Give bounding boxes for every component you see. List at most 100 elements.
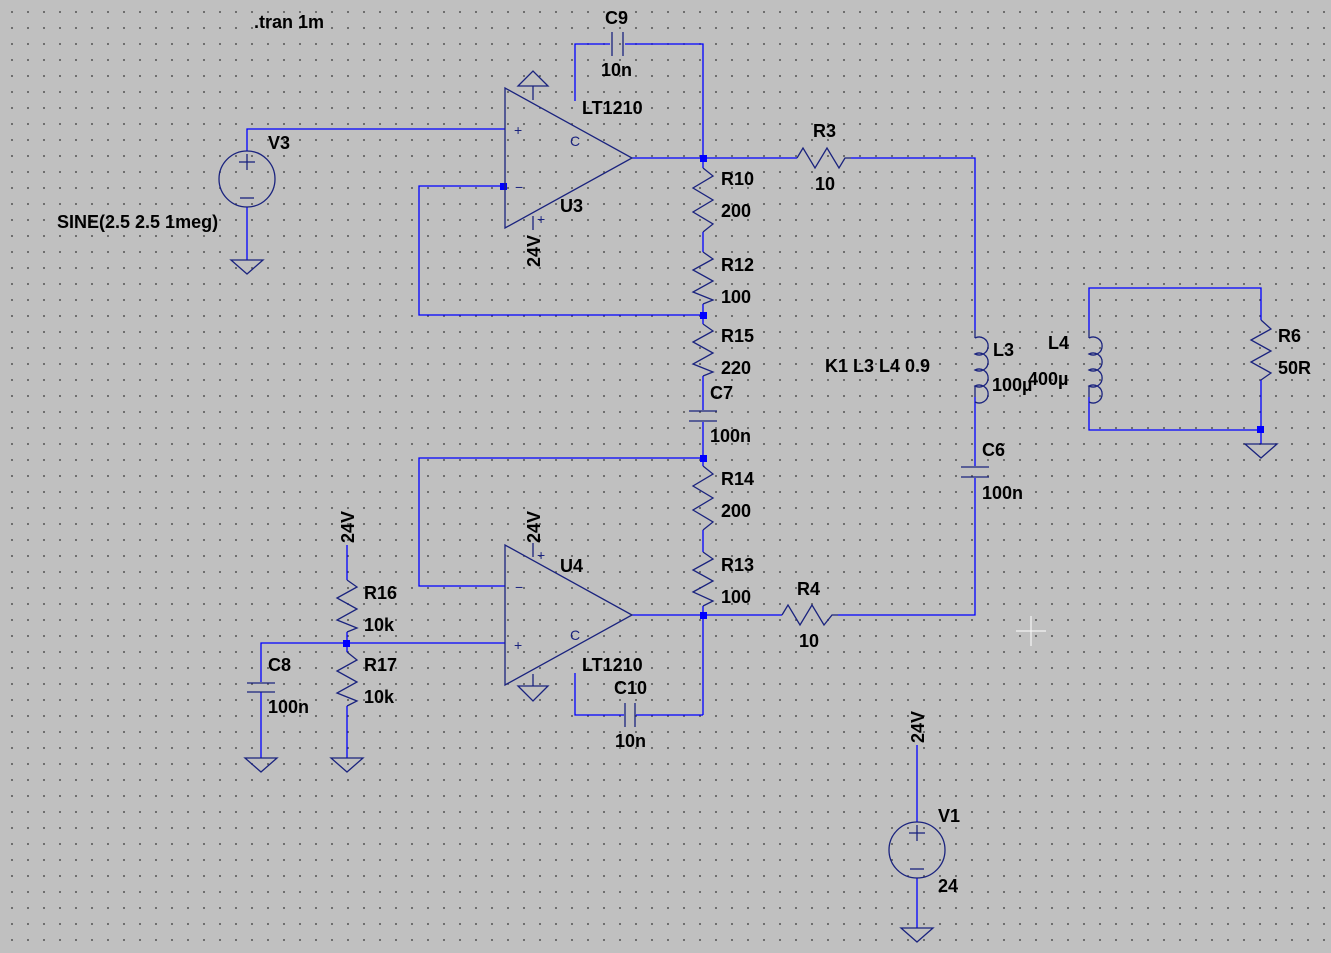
u4-plus-pin: + bbox=[514, 637, 522, 653]
resistor-r10[interactable]: R10 200 bbox=[691, 167, 754, 233]
wires bbox=[246, 43, 1262, 928]
r16-value-label: 10k bbox=[364, 615, 395, 635]
r15-ref-label: R15 bbox=[721, 326, 754, 346]
source-v1[interactable]: V1 24 24V bbox=[888, 711, 960, 896]
r16-ref-label: R16 bbox=[364, 583, 397, 603]
wire-l4-r6-bottom bbox=[1088, 397, 1261, 431]
l4-value-label: 400µ bbox=[1028, 369, 1068, 389]
resistor-r3[interactable]: R3 10 bbox=[796, 121, 851, 194]
c10-ref-label: C10 bbox=[614, 678, 647, 698]
r3-value-label: 10 bbox=[815, 174, 835, 194]
tran-directive[interactable]: .tran 1m bbox=[254, 12, 324, 32]
ground-icon bbox=[243, 757, 279, 773]
r12-ref-label: R12 bbox=[721, 255, 754, 275]
wire-u4-feedback bbox=[418, 457, 703, 587]
v1-net-label: 24V bbox=[908, 711, 928, 743]
ground-icon bbox=[229, 259, 265, 275]
r4-ref-label: R4 bbox=[797, 579, 820, 599]
u3-ref-label: U3 bbox=[560, 196, 583, 216]
r10-value-label: 200 bbox=[721, 201, 751, 221]
junction-dot bbox=[700, 455, 707, 462]
u3-supply-label: 24V bbox=[524, 235, 544, 267]
opamp-u3[interactable]: + − C + LT1210 U3 24V bbox=[504, 70, 643, 267]
r6-ref-label: R6 bbox=[1278, 326, 1301, 346]
junctions bbox=[343, 155, 1264, 647]
resistor-r16[interactable]: R16 10k 24V bbox=[335, 511, 397, 635]
l3-ref-label: L3 bbox=[993, 340, 1014, 360]
r3-ref-label: R3 bbox=[813, 121, 836, 141]
ground-icon bbox=[329, 757, 365, 773]
r13-ref-label: R13 bbox=[721, 555, 754, 575]
wire-c9-left bbox=[574, 43, 610, 101]
r13-value-label: 100 bbox=[721, 587, 751, 607]
u4-ref-label: U4 bbox=[560, 556, 583, 576]
r10-ref-label: R10 bbox=[721, 169, 754, 189]
wire-c10-left bbox=[574, 673, 624, 716]
r12-value-label: 100 bbox=[721, 287, 751, 307]
ground-icon bbox=[899, 927, 935, 943]
capacitor-c8[interactable]: C8 100n bbox=[247, 655, 309, 717]
c6-value-label: 100n bbox=[982, 483, 1023, 503]
u3-model-label: LT1210 bbox=[582, 98, 643, 118]
v1-ref-label: V1 bbox=[938, 806, 960, 826]
r16-net-label: 24V bbox=[338, 511, 358, 543]
resistor-r13[interactable]: R13 100 bbox=[691, 551, 754, 607]
c7-ref-label: C7 bbox=[710, 383, 733, 403]
resistor-r12[interactable]: R12 100 bbox=[691, 251, 754, 307]
crosshair-cursor-icon bbox=[1016, 616, 1046, 646]
wire-bias-to-c8 bbox=[260, 642, 347, 682]
ground-icon bbox=[1243, 443, 1279, 459]
junction-dot bbox=[700, 155, 707, 162]
v1-value-label: 24 bbox=[938, 876, 958, 896]
capacitor-c9[interactable]: C9 10n bbox=[601, 8, 632, 80]
wire-r3-to-l3 bbox=[851, 157, 976, 330]
c6-ref-label: C6 bbox=[982, 440, 1005, 460]
capacitor-c7[interactable]: C7 100n bbox=[689, 383, 751, 446]
u3-plus-pin: + bbox=[514, 122, 522, 138]
resistor-r14[interactable]: R14 200 bbox=[691, 465, 754, 531]
coupling-directive[interactable]: K1 L3 L4 0.9 bbox=[825, 356, 930, 376]
capacitor-c6[interactable]: C6 100n bbox=[961, 440, 1023, 503]
resistor-r6[interactable]: R6 50R bbox=[1249, 319, 1311, 381]
u4-supply-label: 24V bbox=[524, 511, 544, 543]
r6-value-label: 50R bbox=[1278, 358, 1311, 378]
r4-value-label: 10 bbox=[799, 631, 819, 651]
wire-r4-to-c6 bbox=[838, 478, 976, 616]
l4-ref-label: L4 bbox=[1048, 333, 1069, 353]
u4-model-label: LT1210 bbox=[582, 655, 643, 675]
c9-value-label: 10n bbox=[601, 60, 632, 80]
r14-value-label: 200 bbox=[721, 501, 751, 521]
ground-symbols bbox=[229, 259, 1279, 943]
u3-vplus-pin: + bbox=[537, 211, 545, 227]
r17-value-label: 10k bbox=[364, 687, 395, 707]
c8-value-label: 100n bbox=[268, 697, 309, 717]
junction-dot bbox=[1257, 426, 1264, 433]
u4-comp-pin: C bbox=[570, 627, 580, 643]
opamp-u4[interactable]: − + C + U4 LT1210 24V bbox=[504, 511, 643, 702]
inductor-l4[interactable]: L4 400µ bbox=[1028, 330, 1103, 404]
junction-dot bbox=[343, 640, 350, 647]
junction-dot bbox=[700, 612, 707, 619]
source-v3[interactable]: V3 SINE(2.5 2.5 1meg) bbox=[57, 133, 290, 232]
wire-c9-right bbox=[625, 43, 704, 158]
v3-ref-label: V3 bbox=[268, 133, 290, 153]
c9-ref-label: C9 bbox=[605, 8, 628, 28]
c8-ref-label: C8 bbox=[268, 655, 291, 675]
inductor-l3[interactable]: L3 100µ bbox=[973, 330, 1032, 404]
u4-minus-pin: − bbox=[515, 579, 523, 595]
r15-value-label: 220 bbox=[721, 358, 751, 378]
r14-ref-label: R14 bbox=[721, 469, 754, 489]
u3-minus-pin: − bbox=[515, 179, 523, 195]
u3-comp-pin: C bbox=[570, 133, 580, 149]
junction-dot bbox=[700, 312, 707, 319]
wire-v3-to-u3-plus bbox=[246, 128, 505, 151]
l3-value-label: 100µ bbox=[992, 375, 1032, 395]
capacitor-c10[interactable]: C10 10n bbox=[614, 678, 647, 751]
c7-value-label: 100n bbox=[710, 426, 751, 446]
v3-value-label: SINE(2.5 2.5 1meg) bbox=[57, 212, 218, 232]
resistor-r4[interactable]: R4 10 bbox=[781, 579, 838, 651]
r17-ref-label: R17 bbox=[364, 655, 397, 675]
resistor-r15[interactable]: R15 220 bbox=[691, 323, 754, 378]
resistor-r17[interactable]: R17 10k bbox=[335, 651, 397, 707]
